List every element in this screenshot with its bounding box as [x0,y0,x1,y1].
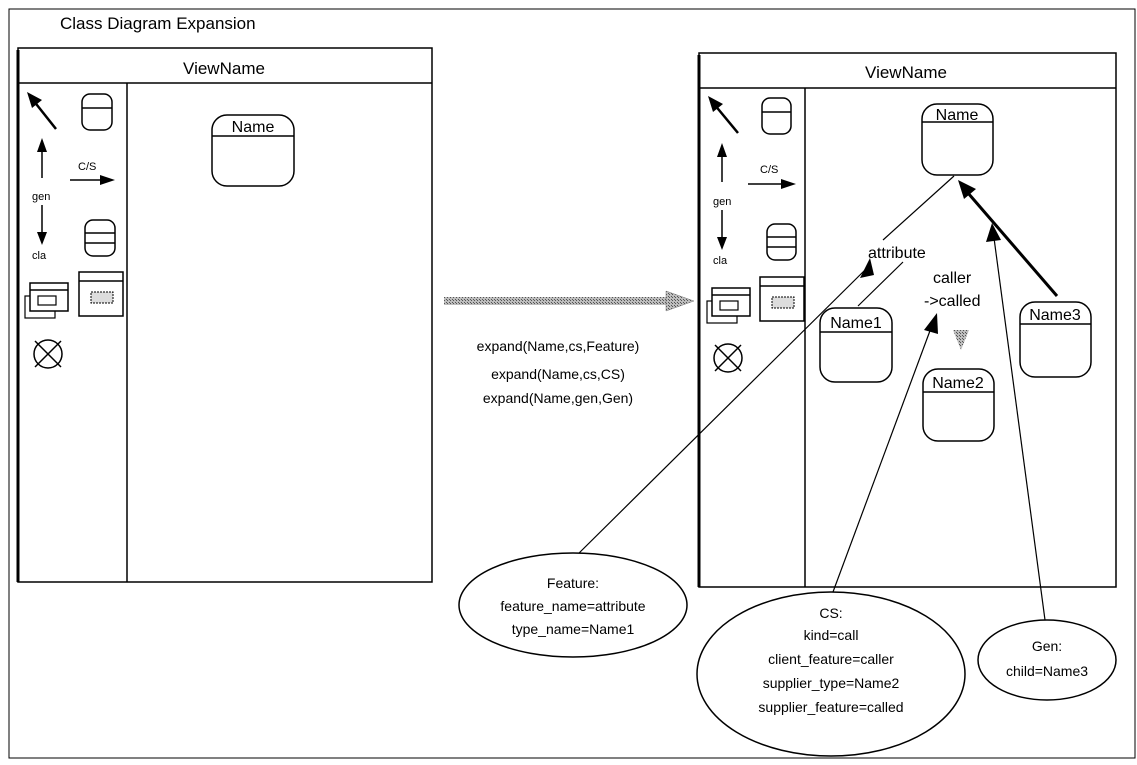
gen-note-line-1: Gen: [1032,638,1062,654]
generalization-arrow [958,180,1059,297]
feature-pointer [571,258,874,561]
right-view-header: ViewName [865,63,947,82]
left-class-name[interactable]: Name [211,114,295,187]
generalization-tool-icon[interactable] [37,138,47,245]
cs-note[interactable]: CS: kind=call client_feature=caller supp… [696,591,966,757]
cs-note-line-1: CS: [819,605,842,621]
feature-note[interactable]: Feature: feature_name=attribute type_nam… [458,552,688,658]
call-arrowhead-icon [953,330,969,350]
view-box-tool-icon[interactable] [759,276,805,322]
attribute-link-lower [857,261,904,307]
left-view-header: ViewName [183,59,265,78]
class-name3[interactable]: Name3 [1019,301,1092,378]
delete-tool-icon[interactable] [33,339,63,369]
attribute-link-upper [882,175,955,241]
cs-note-line-5: supplier_feature=called [758,699,903,715]
feature-note-line-3: type_name=Name1 [512,621,635,637]
feature-note-line-1: Feature: [547,575,599,591]
cs-note-line-2: kind=call [804,627,859,643]
attribute-label: attribute [868,245,926,262]
right-view: ViewName gen cla C/S [697,52,1117,588]
class-attrs-tool-icon[interactable] [766,223,797,261]
transform-line-1: expand(Name,cs,Feature) [477,338,640,354]
cs-pointer [829,313,938,601]
cs-label: C/S [78,161,96,173]
gen-note-line-2: child=Name3 [1006,663,1088,679]
generalization-tool-icon[interactable] [717,143,727,250]
nested-view-tool-icon[interactable] [24,282,69,319]
cs-label: C/S [760,164,778,176]
gen-pointer [986,223,1046,621]
cla-label: cla [713,255,728,267]
class-name-top-label: Name [936,107,979,124]
pointer-tool-icon[interactable] [27,92,57,130]
caller-label: caller [933,270,972,287]
transform-line-2: expand(Name,cs,CS) [491,366,625,382]
cla-label: cla [32,250,47,262]
feature-note-line-2: feature_name=attribute [500,598,645,614]
pointer-tool-icon[interactable] [708,96,739,134]
right-palette: gen cla C/S [706,96,805,373]
delete-tool-icon[interactable] [713,343,743,373]
class-tool-icon[interactable] [81,93,113,131]
gen-note[interactable]: Gen: child=Name3 [977,619,1117,701]
nested-view-tool-icon[interactable] [706,287,751,324]
class-tool-icon[interactable] [761,97,792,135]
client-supplier-tool-icon[interactable] [748,179,796,189]
class-name3-label: Name3 [1029,307,1081,324]
class-attrs-tool-icon[interactable] [84,219,116,257]
class-name1-label: Name1 [830,315,882,332]
transform-arrow [444,290,695,312]
class-name1[interactable]: Name1 [819,307,893,383]
left-class-label: Name [232,119,275,136]
client-supplier-tool-icon[interactable] [70,175,115,185]
left-palette: gen cla C/S [24,92,124,369]
left-view: ViewName gen cla C/S [16,47,433,583]
gen-label: gen [713,196,731,208]
diagram-title: Class Diagram Expansion [60,14,256,33]
class-name-top[interactable]: Name [921,103,994,176]
cs-note-line-4: supplier_type=Name2 [763,675,900,691]
class-name2[interactable]: Name2 [922,368,995,442]
transform-text: expand(Name,cs,Feature) expand(Name,cs,C… [477,338,640,406]
cs-note-line-3: client_feature=caller [768,651,894,667]
class-name2-label: Name2 [932,375,984,392]
called-label: ->called [924,293,980,310]
transform-line-3: expand(Name,gen,Gen) [483,390,633,406]
view-box-tool-icon[interactable] [78,271,124,317]
gen-label: gen [32,191,50,203]
